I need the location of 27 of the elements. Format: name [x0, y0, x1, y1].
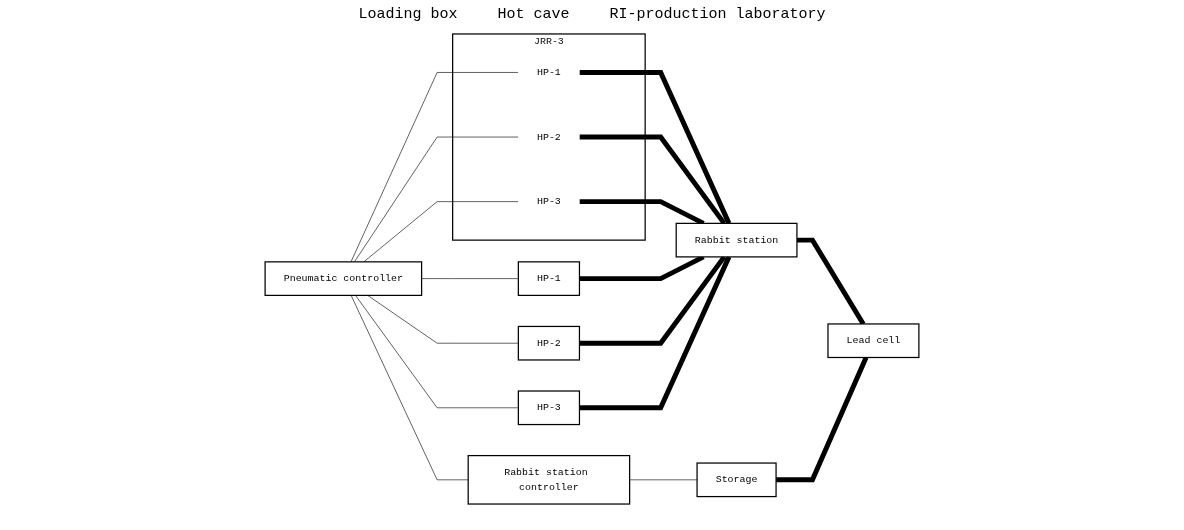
connector: [367, 295, 519, 344]
connector: [363, 201, 519, 263]
node-text: HP-1: [536, 66, 561, 79]
connector: [354, 136, 519, 263]
connector: [350, 72, 519, 263]
connector: [579, 255, 727, 346]
node-box: Rabbit station: [675, 222, 798, 258]
node-box: HP-2: [517, 325, 581, 361]
node-box: HP-1: [517, 261, 581, 296]
node-text: HP-3: [536, 196, 561, 208]
connector: [579, 255, 732, 411]
node-text: HP-2: [536, 131, 561, 143]
area-label: Hot cave: [497, 6, 570, 23]
connector: [421, 278, 519, 279]
node-box: Rabbit station controller: [467, 455, 631, 505]
connector: [579, 134, 727, 225]
connector: [355, 295, 519, 409]
node-box: Lead cell: [827, 323, 920, 359]
connector: [350, 295, 469, 481]
node-box: Storage: [696, 462, 777, 498]
node-box: HP-3: [517, 390, 581, 426]
connector: [629, 479, 698, 481]
connector: [579, 70, 732, 225]
node-box: Pneumatic controller: [264, 261, 423, 296]
area-label: Loading box: [358, 6, 458, 23]
connector: [776, 356, 869, 483]
area-label: RI-production laboratory: [609, 6, 826, 23]
